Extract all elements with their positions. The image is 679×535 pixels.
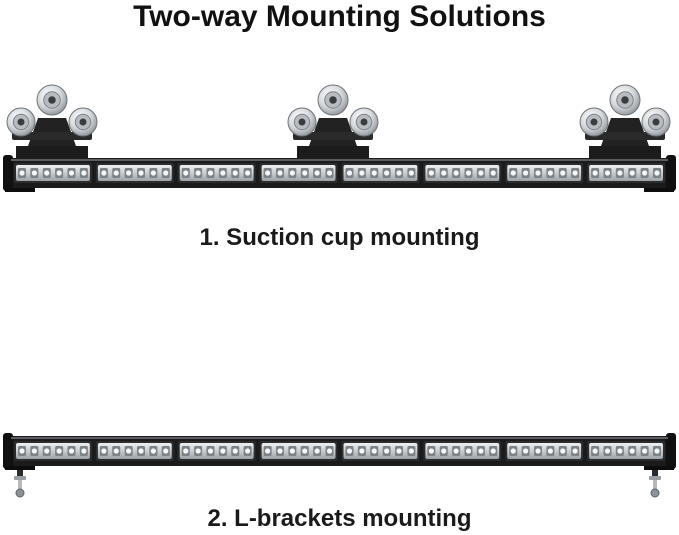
led-module <box>259 441 338 461</box>
suction-cup-caption: 1. Suction cup mounting <box>199 224 480 251</box>
suction-cup <box>6 107 36 137</box>
led-module <box>423 163 502 183</box>
suction-cup-mount <box>6 84 98 158</box>
l-bracket-mount <box>14 470 26 498</box>
led-module <box>587 441 665 461</box>
suction-cup <box>579 107 609 137</box>
bar-end-cap <box>666 155 676 191</box>
suction-cup <box>641 107 671 137</box>
led-module <box>587 163 665 183</box>
page-title: Two-way Mounting Solutions <box>133 0 546 33</box>
bar-end-cap <box>3 155 13 191</box>
bar-end-cap <box>3 433 13 469</box>
led-module <box>423 441 502 461</box>
led-module <box>259 163 338 183</box>
led-module <box>95 163 174 183</box>
suction-cup <box>36 84 68 116</box>
led-module <box>341 441 420 461</box>
l-bracket-mount <box>649 470 661 498</box>
suction-cup-mount <box>579 84 671 158</box>
led-module <box>505 441 584 461</box>
suction-cup <box>609 84 641 116</box>
suction-cup <box>317 84 349 116</box>
suction-cup <box>349 107 379 137</box>
led-module <box>95 441 174 461</box>
led-module <box>14 441 92 461</box>
led-module <box>177 163 256 183</box>
light-bar-bottom <box>3 433 676 470</box>
suction-cup-section <box>3 84 676 192</box>
led-module <box>341 163 420 183</box>
led-module <box>177 441 256 461</box>
led-module <box>14 163 92 183</box>
bar-end-cap <box>666 433 676 469</box>
suction-cup-mounts <box>6 84 671 158</box>
suction-cup <box>287 107 317 137</box>
l-bracket-mounts <box>14 470 661 498</box>
led-module <box>505 163 584 183</box>
l-bracket-section <box>3 433 676 498</box>
suction-cup <box>68 107 98 137</box>
light-bar-top <box>3 155 676 192</box>
l-bracket-caption: 2. L-brackets mounting <box>207 505 472 532</box>
suction-cup-mount <box>287 84 379 158</box>
